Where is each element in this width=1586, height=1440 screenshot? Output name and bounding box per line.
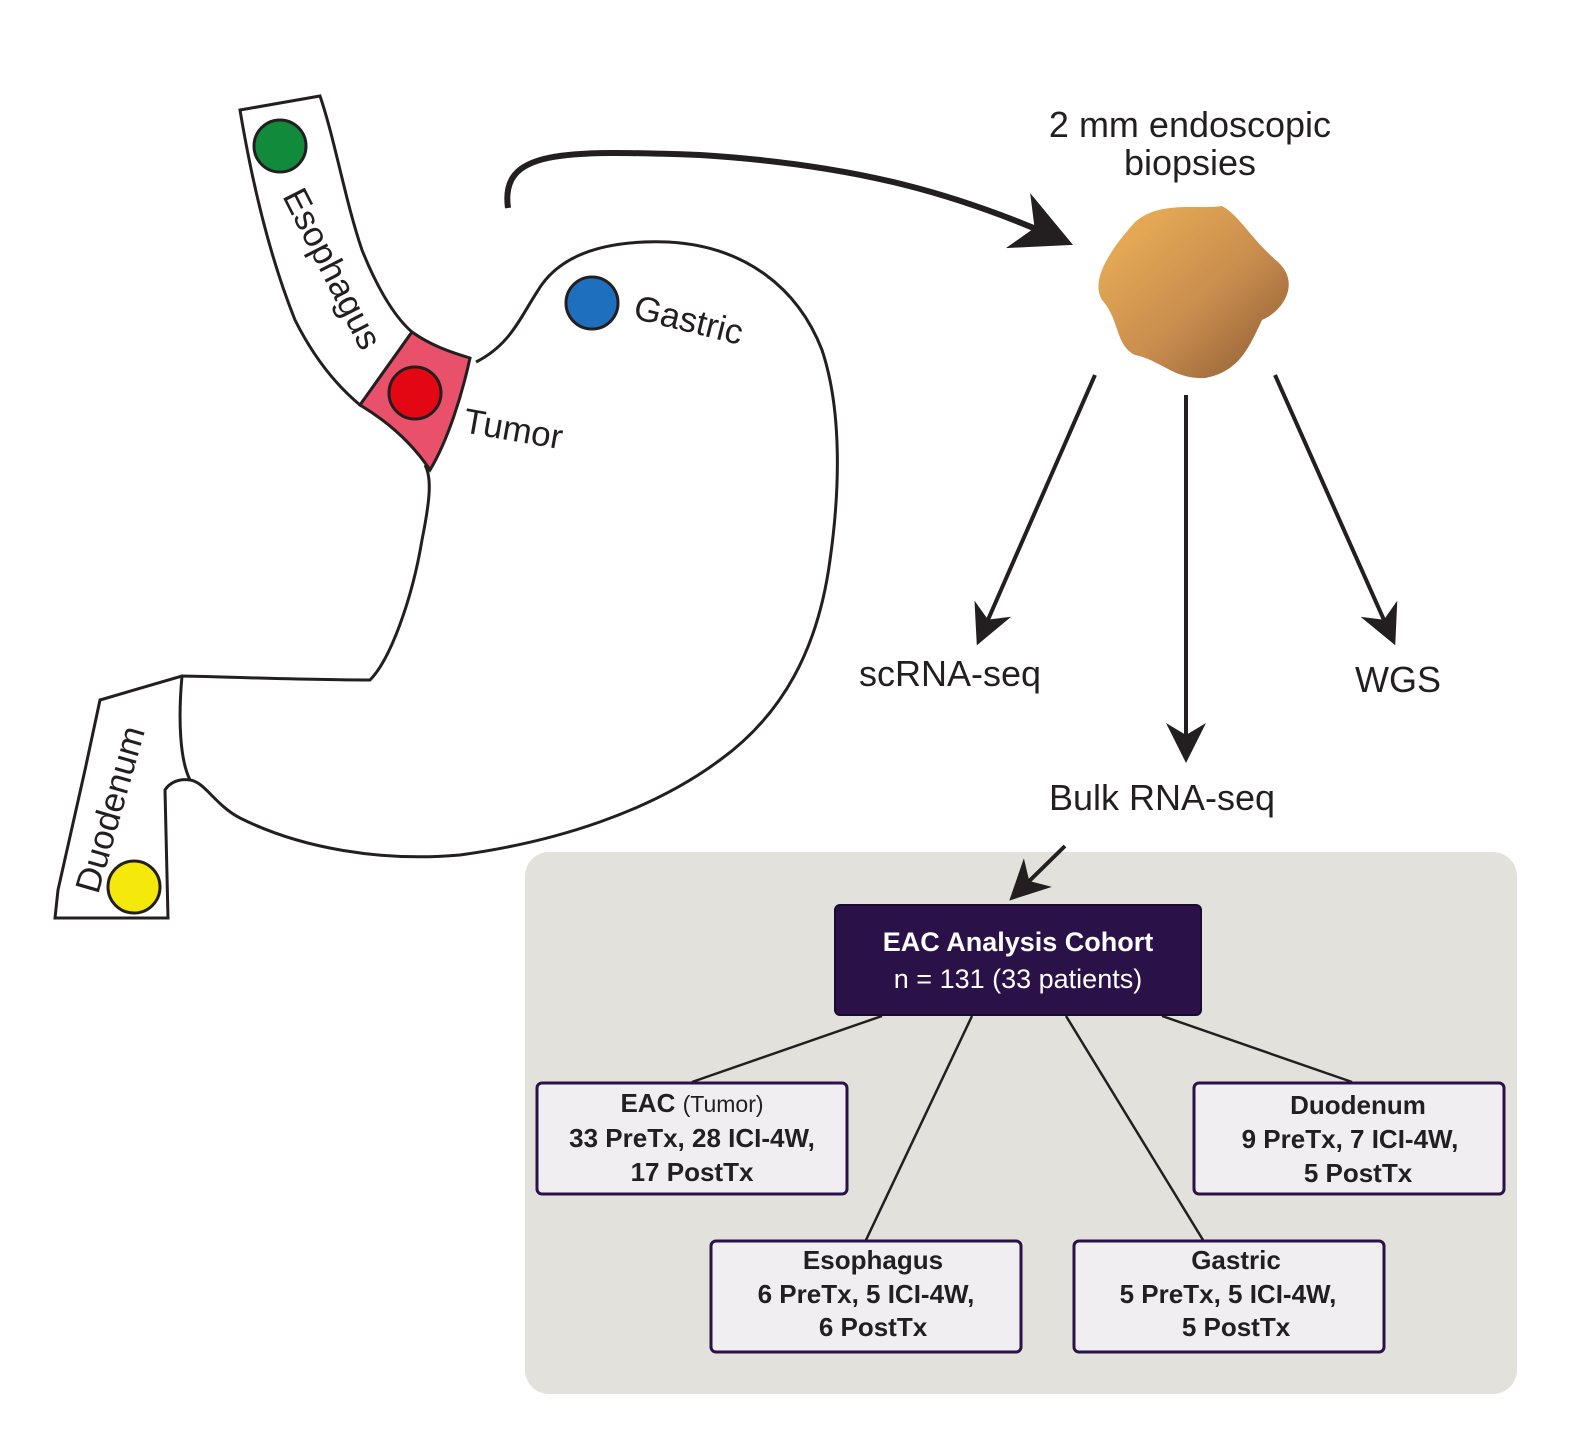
svg-text:EAC (Tumor): EAC (Tumor) [620,1088,763,1118]
group-name: Gastric [1191,1245,1281,1275]
curved-arrow-to-biopsy [504,149,1073,249]
gastric-dot [564,275,620,331]
stomach-outline-icon [53,240,839,920]
group-name: EAC [620,1088,675,1118]
group-box-gastric: Gastric 5 PreTx, 5 ICI-4W, 5 PostTx [1072,1239,1386,1354]
group-box-eac: EAC (Tumor) 33 PreTx, 28 ICI-4W, 17 Post… [535,1081,849,1196]
group-box-esophagus: Esophagus 6 PreTx, 5 ICI-4W, 6 PostTx [709,1239,1023,1354]
arrow-to-cohort [1009,844,1067,901]
group-counts-line1: 33 PreTx, 28 ICI-4W, [569,1123,815,1153]
group-counts-line1: 6 PreTx, 5 ICI-4W, [758,1279,975,1309]
duodenum-dot [106,859,162,915]
cohort-connectors [691,1014,1353,1241]
biopsy-label-line2: biopsies [1124,142,1256,183]
group-counts-line1: 9 PreTx, 7 ICI-4W, [1242,1124,1459,1154]
group-box-duodenum: Duodenum 9 PreTx, 7 ICI-4W, 5 PostTx [1192,1081,1506,1196]
group-counts-line2: 5 PostTx [1182,1312,1291,1342]
cohort-title: EAC Analysis Cohort [883,927,1154,957]
biopsy-tissue-icon [1098,206,1289,379]
tumor-dot [387,365,443,421]
scrna-seq-label: scRNA-seq [859,653,1041,694]
group-name-suffix: (Tumor) [683,1091,764,1117]
arrow-to-scrna-seq [974,374,1097,646]
esophagus-dot [252,118,308,174]
group-counts-line1: 5 PreTx, 5 ICI-4W, [1120,1279,1337,1309]
biopsy-label-line1: 2 mm endoscopic [1049,104,1331,145]
bulk-rna-seq-label: Bulk RNA-seq [1049,777,1275,818]
arrow-to-wgs [1273,374,1398,646]
group-counts-line2: 5 PostTx [1304,1158,1413,1188]
group-name: Esophagus [803,1245,943,1275]
group-name: Duodenum [1290,1090,1426,1120]
cohort-subtitle: n = 131 (33 patients) [894,964,1142,994]
cohort-box [834,904,1202,1016]
group-counts-line2: 6 PostTx [819,1312,928,1342]
wgs-label: WGS [1355,659,1441,700]
group-counts-line2: 17 PostTx [631,1157,754,1187]
